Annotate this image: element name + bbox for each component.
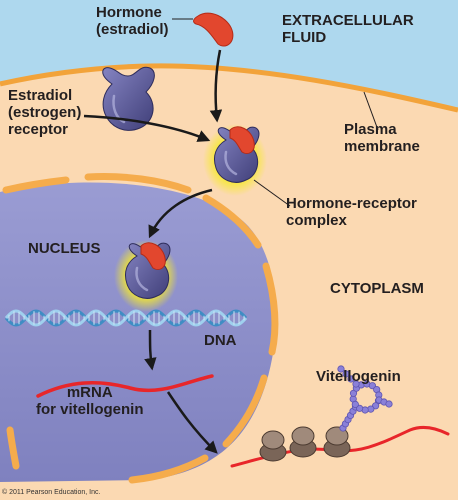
ribosome <box>289 426 317 458</box>
vitellogenin-bead <box>342 370 350 378</box>
label-hormone-receptor-complex: Hormone-receptor complex <box>286 195 417 229</box>
vitellogenin-bead <box>385 400 393 408</box>
label-dna: DNA <box>204 332 237 349</box>
vitellogenin-bead <box>347 375 355 383</box>
arrow-hormone-entry <box>209 49 223 123</box>
extracellular-fluid-region <box>0 0 458 110</box>
plasma-membrane-leader <box>363 91 379 131</box>
label-cytoplasm: CYTOPLASM <box>330 280 424 297</box>
label-extracellular-fluid: EXTRACELLULAR FLUID <box>282 12 414 46</box>
vitellogenin-bead <box>352 380 360 388</box>
vitellogenin-bead <box>337 365 345 373</box>
label-hormone: Hormone (estradiol) <box>96 4 169 38</box>
label-nucleus: NUCLEUS <box>28 240 101 257</box>
label-vitellogenin: Vitellogenin <box>316 368 401 385</box>
dna-helix <box>4 309 248 327</box>
complex-leader <box>253 179 291 207</box>
label-mrna: mRNA for vitellogenin <box>36 384 144 418</box>
ribosome <box>323 426 351 458</box>
hormone-receptor-complex-cytoplasm <box>203 124 267 196</box>
arrow-complex-to-nucleus <box>148 188 213 239</box>
mrna-strand-nucleus <box>36 374 214 398</box>
vitellogenin-bead <box>371 402 380 410</box>
nucleus <box>0 182 276 482</box>
estradiol-hormone <box>193 12 234 47</box>
nuclear-envelope <box>2 173 279 484</box>
ribosome <box>259 430 287 462</box>
copyright: © 2011 Pearson Education, Inc. <box>2 489 101 496</box>
label-plasma-membrane: Plasma membrane <box>344 121 420 155</box>
hormone-receptor-complex-nucleus <box>114 240 178 312</box>
vitellogenin-chain <box>337 365 393 432</box>
arrow-translation <box>166 391 218 454</box>
arrow-transcription <box>144 329 157 371</box>
vitellogenin-bead <box>351 400 359 408</box>
ribosome-group <box>259 426 351 462</box>
plasma-membrane <box>0 63 458 113</box>
arrow-receptor-binding <box>83 114 211 142</box>
label-estradiol-receptor: Estradiol (estrogen) receptor <box>8 87 82 138</box>
